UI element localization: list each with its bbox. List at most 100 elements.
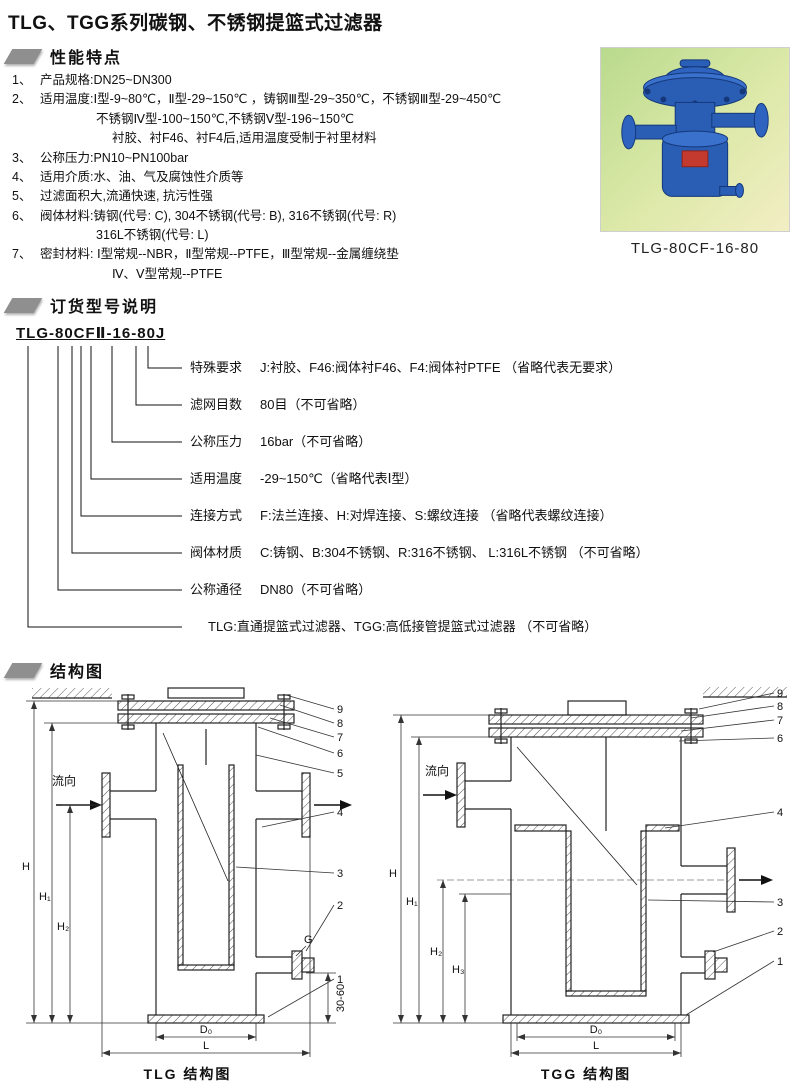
section-marker-icon	[3, 662, 43, 678]
feature-item: 5、 过滤面积大,流通快速, 抗污性强	[12, 187, 612, 206]
outlet-nozzle-low	[681, 847, 736, 913]
model-row-desc: 16bar（不可省略）	[260, 434, 372, 450]
model-row-label: 公称压力	[190, 434, 243, 450]
callout-5: 5	[337, 768, 343, 780]
model-row-desc: TLG:直通提篮式过滤器、TGG:高低接管提篮式过滤器 （不可省略）	[208, 619, 598, 635]
feature-line: 316L不锈钢(代号: L)	[96, 228, 209, 242]
structure-heading-row: 结构图	[3, 659, 800, 681]
callout-2: 2	[777, 926, 783, 938]
model-row: 连接方式 F:法兰连接、H:对焊连接、S:螺纹连接 （省略代表螺纹连接）	[190, 506, 612, 526]
callout-4: 4	[777, 807, 783, 819]
structure-section: 结构图	[0, 659, 800, 1084]
dimension-lines	[26, 700, 336, 1058]
dim-h2-label: H₂	[57, 921, 69, 933]
dimension-arrowheads	[31, 701, 331, 1057]
dim-h1-label: H₁	[406, 896, 418, 908]
callout-leaders	[235, 694, 335, 1018]
product-right-flange	[753, 102, 769, 138]
drain-port	[681, 950, 728, 980]
model-code-diagram: TLG-80CFⅡ-16-80J 特殊要求 J:衬胶、F46:阀体衬F46、F4:…	[8, 324, 800, 649]
callout-6: 6	[777, 733, 783, 745]
ordering-heading: 订货型号说明	[50, 299, 159, 317]
inlet-nozzle-high	[456, 762, 511, 828]
body-flange	[488, 727, 704, 738]
callout-9: 9	[777, 688, 783, 700]
dim-h3-label: H₃	[452, 964, 464, 976]
feature-item: 2、 适用温度:Ⅰ型-9~80℃，Ⅱ型-29~150℃ ，铸钢Ⅲ型-29~350…	[12, 90, 612, 148]
features-list: 1、 产品规格:DN25~DN300 2、 适用温度:Ⅰ型-9~80℃，Ⅱ型-2…	[12, 71, 612, 284]
feature-line: 衬胶、衬F46、衬F4后,适用温度受制于衬里材料	[112, 131, 377, 146]
features-heading: 性能特点	[50, 50, 123, 67]
callout-8: 8	[337, 718, 343, 730]
callout-leaders	[647, 692, 775, 1016]
feature-line: 密封材料: Ⅰ型常规--NBR，Ⅱ型常规--PTFE，Ⅲ型常规--金属缠绕垫	[40, 247, 399, 262]
dim-h-label: H	[389, 868, 397, 880]
dim-d0-label: D₀	[200, 1024, 213, 1036]
feature-number: 2、	[12, 92, 32, 107]
ordering-section: 订货型号说明 TLG-80CFⅡ-16-80J 特殊要求 J:衬胶、F46:阀体衬…	[0, 294, 800, 649]
anchor-hatch	[703, 687, 787, 698]
model-row-label: 连接方式	[190, 508, 243, 524]
feature-line: 产品规格:DN25~DN300	[40, 73, 172, 87]
model-row: 公称压力 16bar（不可省略）	[190, 432, 371, 452]
feature-item: 3、 公称压力:PN10~PN100bar	[12, 149, 612, 168]
tlg-structure-figure: 流向	[10, 685, 365, 1084]
model-row-desc: -29~150℃（省略代表Ⅰ型）	[260, 471, 418, 487]
cover-plate	[117, 700, 295, 711]
vessel-shell	[147, 723, 265, 1024]
feature-number: 4、	[12, 169, 32, 184]
callout-3: 3	[337, 868, 343, 880]
dim-h2-label: H₂	[430, 946, 442, 958]
lifting-handle	[167, 687, 245, 699]
dimension-lines	[393, 714, 727, 1058]
body-flange	[117, 713, 295, 724]
model-row-label: 适用温度	[190, 471, 243, 487]
product-caption: TLG-80CF-16-80	[630, 240, 760, 257]
callout-7: 7	[777, 715, 783, 727]
dimension-labels: H H₁ H₂ H₃ D₀ L	[389, 868, 602, 1052]
callout-2: 2	[337, 900, 343, 912]
feature-item: 6、 阀体材料:铸钢(代号: C), 304不锈钢(代号: B), 316不锈钢…	[12, 207, 612, 246]
filter-basket	[162, 729, 235, 971]
flow-label: 流向	[52, 773, 76, 788]
feature-item: 7、 密封材料: Ⅰ型常规--NBR，Ⅱ型常规--PTFE，Ⅲ型常规--金属缠绕…	[12, 245, 612, 284]
tgg-structure-figure: 流向	[381, 685, 791, 1084]
model-row: 特殊要求 J:衬胶、F46:阀体衬F46、F4:阀体衬PTFE （省略代表无要求）	[190, 358, 621, 378]
model-row-label: 公称通径	[190, 582, 243, 598]
model-row: 适用温度 -29~150℃（省略代表Ⅰ型）	[190, 469, 418, 489]
model-row-desc: J:衬胶、F46:阀体衬F46、F4:阀体衬PTFE （省略代表无要求）	[260, 360, 622, 376]
tlg-caption: TLG 结构图	[143, 1066, 232, 1083]
callout-numbers: 9 8 7 6 4 3 2 1	[777, 688, 783, 968]
model-code-connectors	[27, 346, 182, 628]
callout-7: 7	[337, 732, 343, 744]
product-handle	[679, 59, 711, 68]
dim-h-label: H	[22, 861, 30, 873]
internal-plate	[514, 824, 680, 832]
feature-item: 4、 适用介质:水、油、气及腐蚀性介质等	[12, 168, 612, 187]
outlet-nozzle	[256, 772, 311, 838]
tlg-drawing: 流向	[22, 687, 352, 1058]
flow-out-arrow	[739, 875, 773, 886]
filter-basket	[516, 737, 647, 997]
vessel-shell	[502, 737, 690, 1024]
model-code: TLG-80CFⅡ-16-80J	[16, 325, 166, 343]
callout-9: 9	[337, 704, 343, 716]
feature-number: 7、	[12, 247, 32, 262]
drain-port	[256, 950, 315, 980]
flow-label: 流向	[425, 763, 449, 778]
model-row-desc: F:法兰连接、H:对焊连接、S:螺纹连接 （省略代表螺纹连接）	[260, 508, 613, 524]
section-marker-icon	[3, 297, 43, 313]
model-row-label: 特殊要求	[190, 360, 243, 376]
product-photo: TLG-80CF-16-80	[600, 47, 790, 257]
anchor-hatch	[32, 688, 112, 699]
model-row: TLG:直通提篮式过滤器、TGG:高低接管提篮式过滤器 （不可省略）	[190, 617, 597, 637]
flow-out-arrow	[314, 800, 352, 811]
callout-1: 1	[337, 974, 343, 986]
flow-in-arrow: 流向	[52, 773, 102, 811]
dim-d0-label: D₀	[590, 1024, 603, 1036]
feature-line: 过滤面积大,流通快速, 抗污性强	[40, 189, 213, 204]
callout-3: 3	[777, 897, 783, 909]
model-row-desc: C:铸钢、B:304不锈钢、R:316不锈钢、 L:316L不锈钢 （不可省略）	[260, 545, 649, 561]
